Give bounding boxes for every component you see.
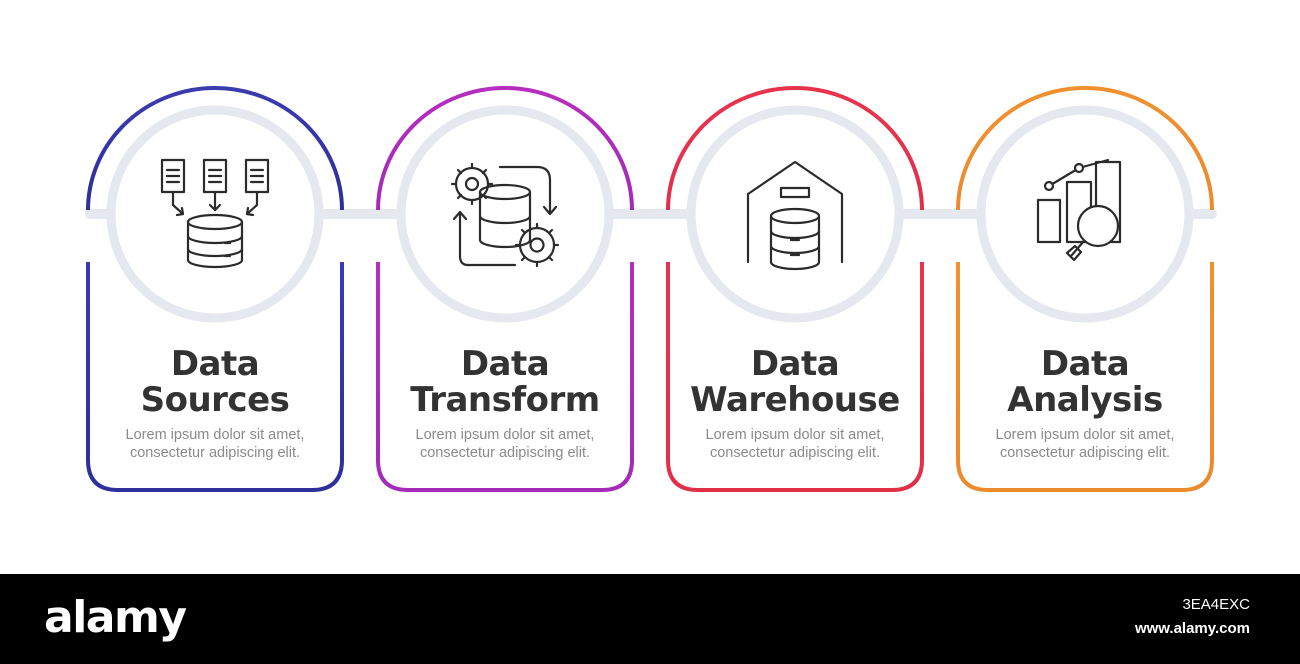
brand-logo[interactable]: alamy [44, 592, 187, 643]
step-title-line: Data [1040, 344, 1130, 384]
step-title-line: Warehouse [690, 380, 900, 420]
step-data-transform: Data Transform Lorem ipsum dolor sit ame… [375, 0, 635, 574]
step-title: Data Analysis [955, 346, 1215, 418]
step-frame [376, 86, 634, 492]
step-title: Data Warehouse [665, 346, 925, 418]
step-title: Data Transform [375, 346, 635, 418]
step-data-warehouse: Data Warehouse Lorem ipsum dolor sit ame… [665, 0, 925, 574]
step-description: Lorem ipsum dolor sit amet, consectetur … [965, 426, 1205, 462]
site-url[interactable]: www.alamy.com [1134, 620, 1250, 637]
step-description-line: Lorem ipsum dolor sit amet, [125, 427, 305, 443]
step-frame [86, 86, 344, 492]
step-title-line: Sources [140, 380, 290, 420]
step-description-line: Lorem ipsum dolor sit amet, [415, 427, 595, 443]
step-description-line: Lorem ipsum dolor sit amet, [995, 427, 1175, 443]
step-description: Lorem ipsum dolor sit amet, consectetur … [385, 426, 625, 462]
data-pipeline-infographic: Data Sources Lorem ipsum dolor sit amet,… [85, 0, 1217, 574]
footer-bar: alamy 3EA4EXC www.alamy.com [0, 574, 1300, 664]
step-frame [956, 86, 1214, 492]
image-id: 3EA4EXC [1182, 596, 1250, 613]
database-gears-icon [450, 162, 560, 268]
step-description-line: consectetur adipiscing elit. [999, 445, 1171, 461]
step-title-line: Analysis [1007, 380, 1163, 420]
step-title: Data Sources [85, 346, 345, 418]
step-description-line: Lorem ipsum dolor sit amet, [705, 427, 885, 443]
step-data-sources: Data Sources Lorem ipsum dolor sit amet,… [85, 0, 345, 574]
step-title-line: Data [750, 344, 840, 384]
chart-magnifier-icon [1036, 158, 1122, 262]
step-description: Lorem ipsum dolor sit amet, consectetur … [675, 426, 915, 462]
step-description-line: consectetur adipiscing elit. [129, 445, 301, 461]
documents-to-database-icon [160, 158, 270, 269]
step-title-line: Data [170, 344, 260, 384]
warehouse-database-icon [746, 160, 844, 271]
step-description: Lorem ipsum dolor sit amet, consectetur … [95, 426, 335, 462]
step-title-line: Data [460, 344, 550, 384]
step-frame [666, 86, 924, 492]
step-description-line: consectetur adipiscing elit. [419, 445, 591, 461]
step-title-line: Transform [410, 380, 600, 420]
step-description-line: consectetur adipiscing elit. [709, 445, 881, 461]
step-data-analysis: Data Analysis Lorem ipsum dolor sit amet… [955, 0, 1215, 574]
